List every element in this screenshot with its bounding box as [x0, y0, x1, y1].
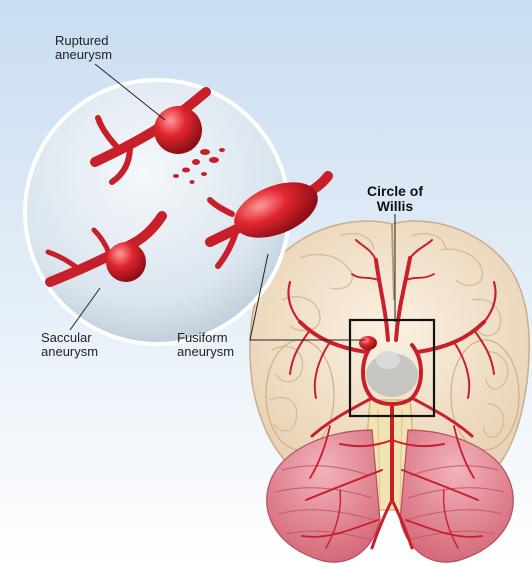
circle-aneurysm-marker [359, 336, 377, 350]
circle-of-willis-label: Circle of Willis [355, 184, 435, 214]
fusiform-label-line1: Fusiform [177, 331, 234, 345]
saccular-label-line2: aneurysm [41, 345, 98, 359]
circle-of-willis-line1: Circle of [355, 184, 435, 199]
ruptured-label-line2: aneurysm [55, 48, 112, 62]
circle-of-willis-line2: Willis [355, 199, 435, 214]
saccular-aneurysm-label: Saccular aneurysm [41, 331, 98, 359]
fusiform-aneurysm-label: Fusiform aneurysm [177, 331, 234, 359]
saccular-label-line1: Saccular [41, 331, 98, 345]
ruptured-aneurysm-label: Ruptured aneurysm [55, 34, 112, 62]
ruptured-label-line1: Ruptured [55, 34, 112, 48]
fusiform-label-line2: aneurysm [177, 345, 234, 359]
